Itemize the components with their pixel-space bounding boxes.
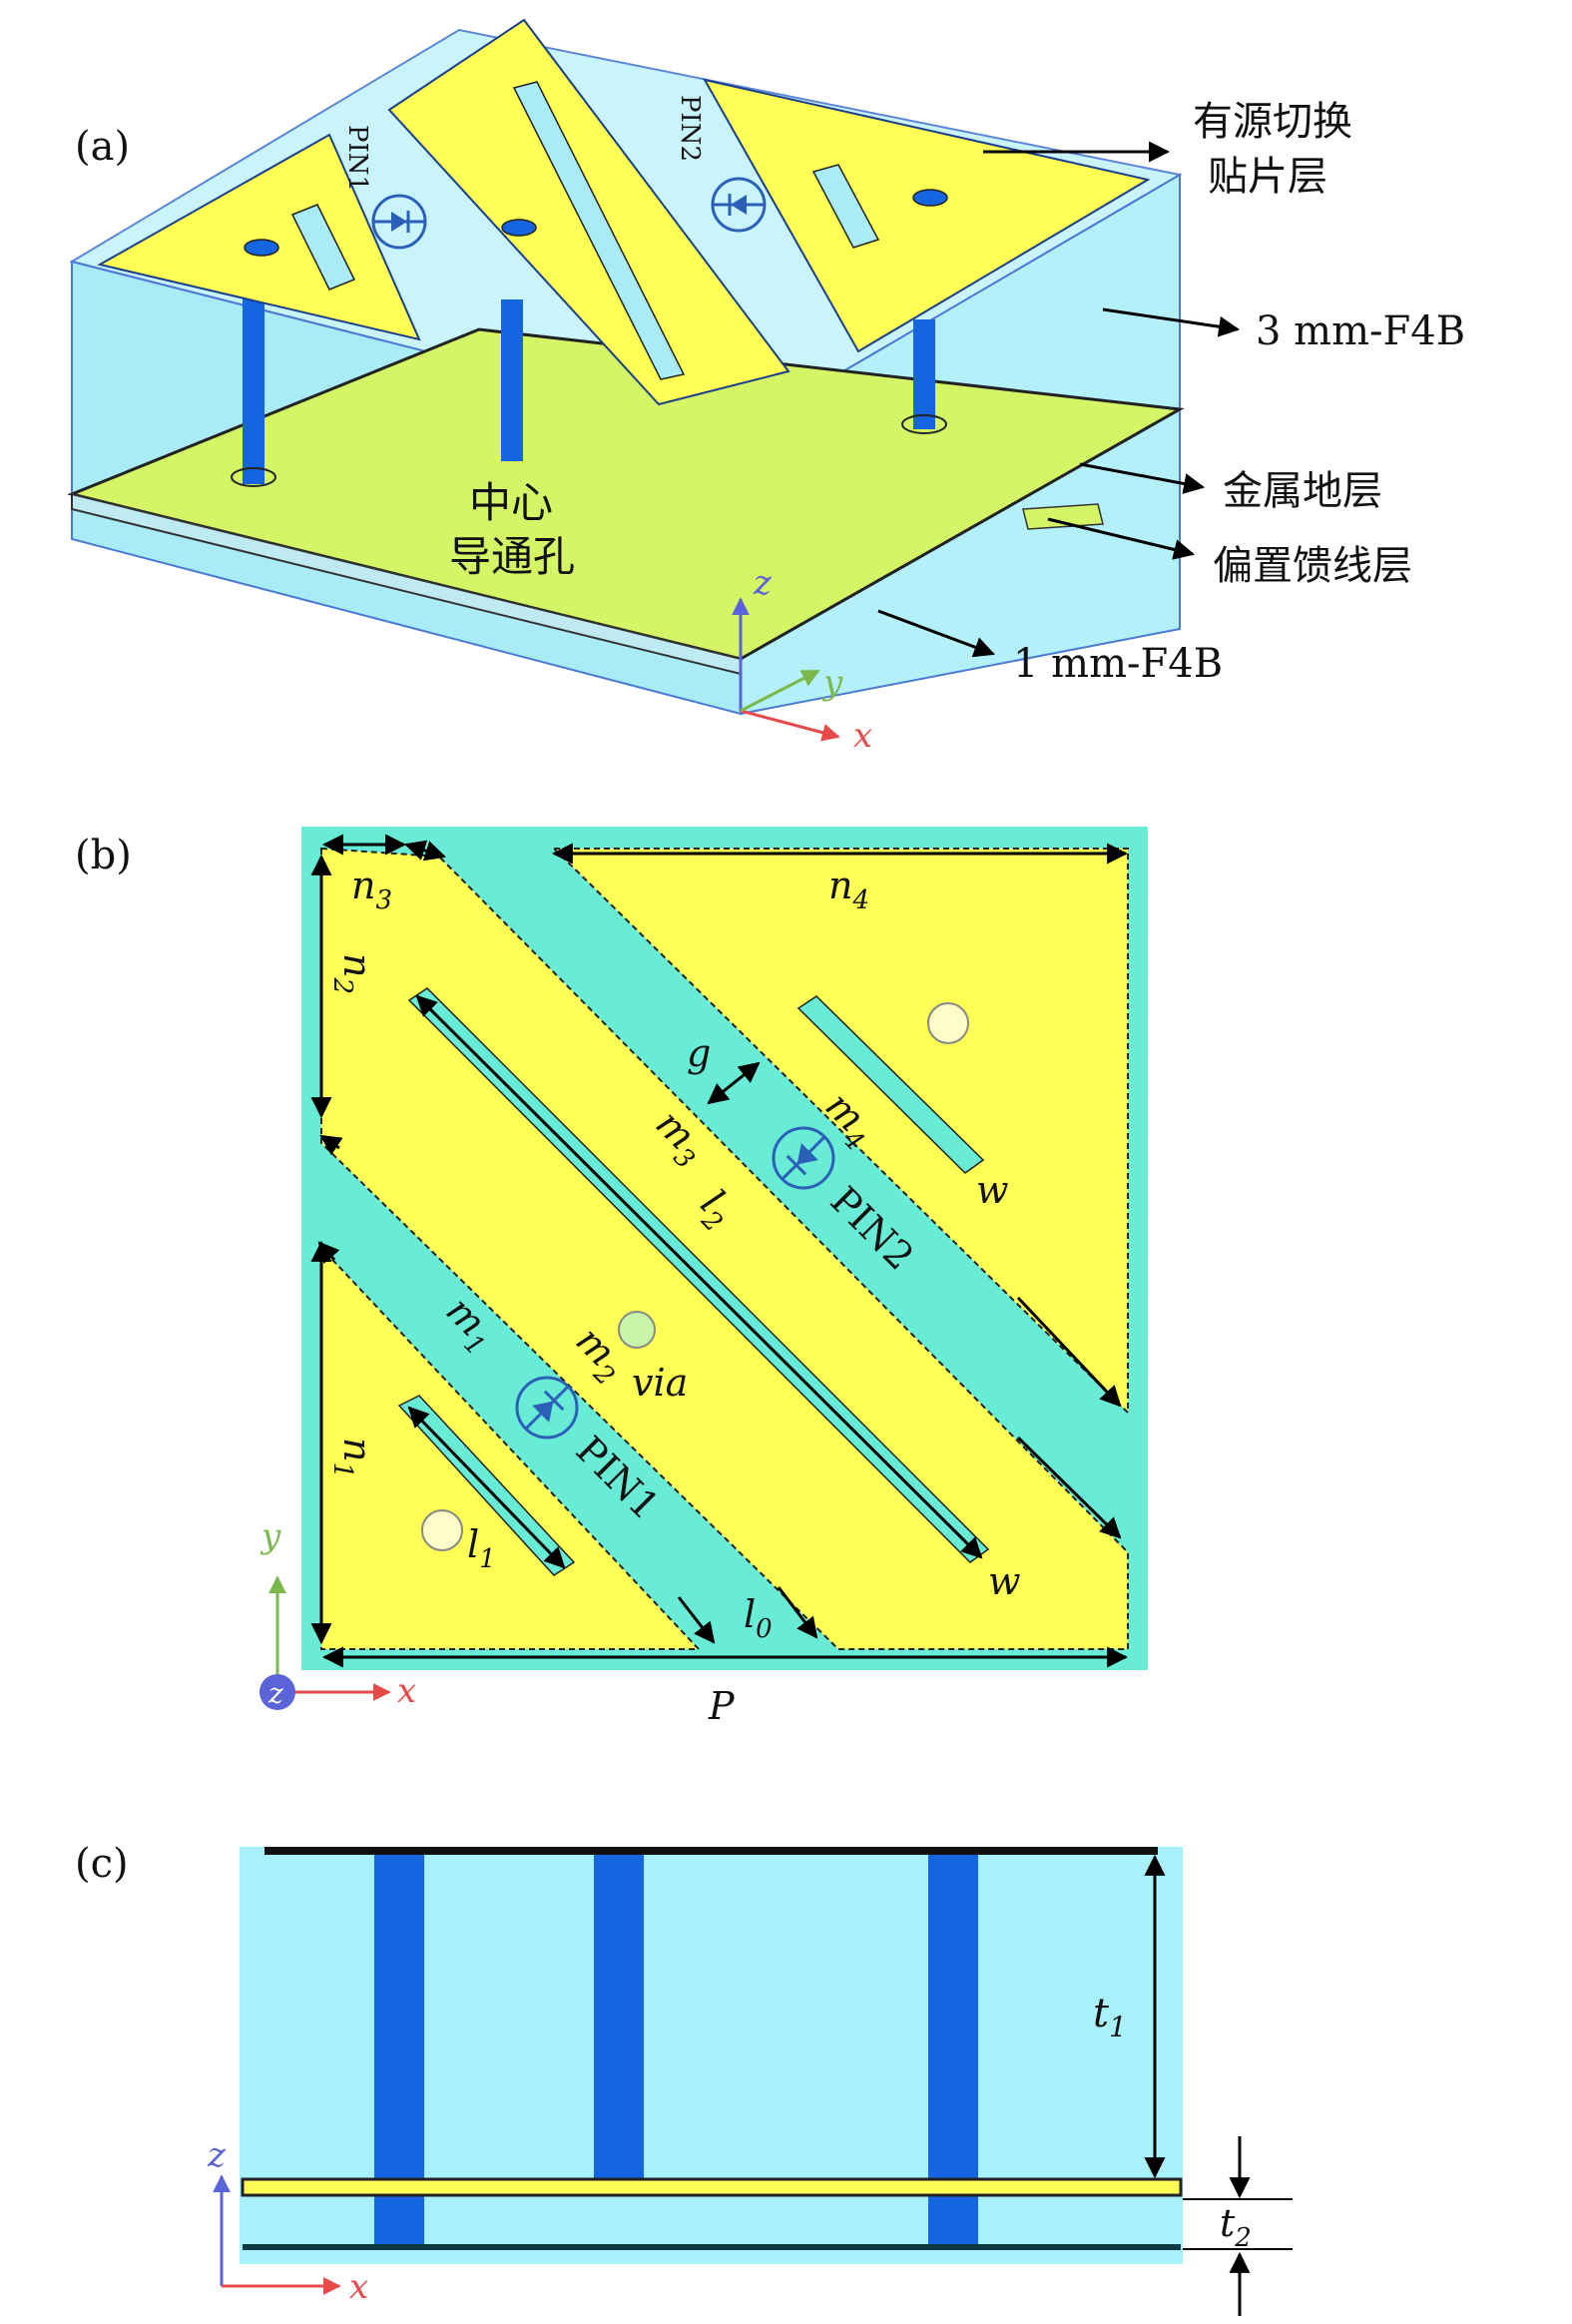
panel-c-tag: (c) bbox=[75, 1841, 129, 1887]
bias-layer-side bbox=[243, 2244, 1181, 2250]
label-l1: l1 bbox=[467, 1522, 496, 1574]
bias-feed-line bbox=[1022, 503, 1104, 530]
label-n4: n4 bbox=[828, 864, 869, 915]
slot-left bbox=[290, 204, 356, 290]
axis-z-label-b: z bbox=[267, 1677, 283, 1710]
via-pad-center bbox=[501, 219, 537, 237]
label-via-2: 导通孔 bbox=[449, 532, 575, 581]
label-P: P bbox=[708, 1684, 736, 1728]
axis-triad-a: z y x bbox=[732, 563, 872, 756]
label-via: via bbox=[632, 1361, 688, 1405]
panel-a-tag: (a) bbox=[75, 124, 130, 170]
label-w-bottom: w bbox=[988, 1559, 1021, 1603]
label-t2: t2 bbox=[1220, 2201, 1252, 2253]
arrow-bottom-substrate bbox=[877, 609, 995, 658]
axis-x-label: x bbox=[853, 716, 872, 756]
label-ground: 金属地层 bbox=[1223, 468, 1382, 514]
via-pad-right bbox=[912, 189, 948, 207]
axis-x-label-c: x bbox=[349, 2267, 368, 2307]
slot-center bbox=[512, 81, 686, 380]
label-t1: t1 bbox=[1093, 1991, 1127, 2043]
label-l0: l0 bbox=[744, 1592, 773, 1644]
via-left bbox=[243, 255, 264, 484]
label-g: g bbox=[687, 1031, 711, 1075]
axis-z-label: z bbox=[753, 563, 773, 603]
via-circle-bl bbox=[421, 1509, 463, 1551]
slot-right bbox=[811, 164, 880, 249]
label-patch-layer-2: 贴片层 bbox=[1208, 154, 1327, 200]
via-left-base bbox=[231, 467, 276, 487]
arrow-ground bbox=[1079, 462, 1206, 494]
panel-c: (c) t1 t2 z x bbox=[75, 1841, 1293, 2316]
via-right-base bbox=[901, 414, 947, 434]
pin1-label: PIN1 bbox=[342, 125, 372, 192]
pin2-diode-symbol bbox=[711, 177, 767, 233]
panel-b: (b) PIN1 PIN2 bbox=[75, 827, 1148, 1728]
via-side-center bbox=[594, 1855, 644, 2179]
label-n1: n1 bbox=[327, 1438, 379, 1478]
axis-triad-c: z x bbox=[207, 2135, 368, 2307]
via-pad-left bbox=[244, 239, 279, 257]
label-via-1: 中心 bbox=[469, 478, 553, 527]
via-center bbox=[501, 299, 523, 461]
arrow-top-substrate bbox=[1102, 307, 1241, 337]
via-circle-tr bbox=[927, 1002, 969, 1044]
label-bottom-substrate: 1 mm-F4B bbox=[1013, 641, 1223, 687]
dimension-lines bbox=[310, 834, 1129, 1668]
patch-left bbox=[97, 133, 421, 341]
label-n2: n2 bbox=[327, 953, 379, 994]
label-patch-layer-1: 有源切换 bbox=[1193, 99, 1352, 145]
axis-triad-b: z y x bbox=[260, 1516, 416, 1711]
axis-z-label-c: z bbox=[207, 2135, 227, 2175]
label-bias-layer: 偏置馈线层 bbox=[1213, 543, 1412, 589]
top-patch-line bbox=[264, 1847, 1158, 1855]
axis-x-label-b: x bbox=[397, 1671, 416, 1711]
pin1-diode-symbol bbox=[371, 194, 427, 250]
label-top-substrate: 3 mm-F4B bbox=[1256, 308, 1465, 354]
label-n3: n3 bbox=[351, 864, 392, 915]
panel-a: (a) bbox=[67, 18, 1465, 756]
patch-right bbox=[703, 78, 1151, 353]
label-w-top: w bbox=[976, 1168, 1009, 1212]
via-right bbox=[913, 319, 935, 429]
axis-y-label: y bbox=[821, 663, 843, 703]
axis-y-label-b: y bbox=[260, 1516, 281, 1556]
panel-b-tag: (b) bbox=[75, 833, 132, 878]
ground-layer-side bbox=[241, 2177, 1183, 2197]
arrow-bias-layer bbox=[1047, 517, 1196, 560]
pin2-label: PIN2 bbox=[675, 95, 705, 162]
